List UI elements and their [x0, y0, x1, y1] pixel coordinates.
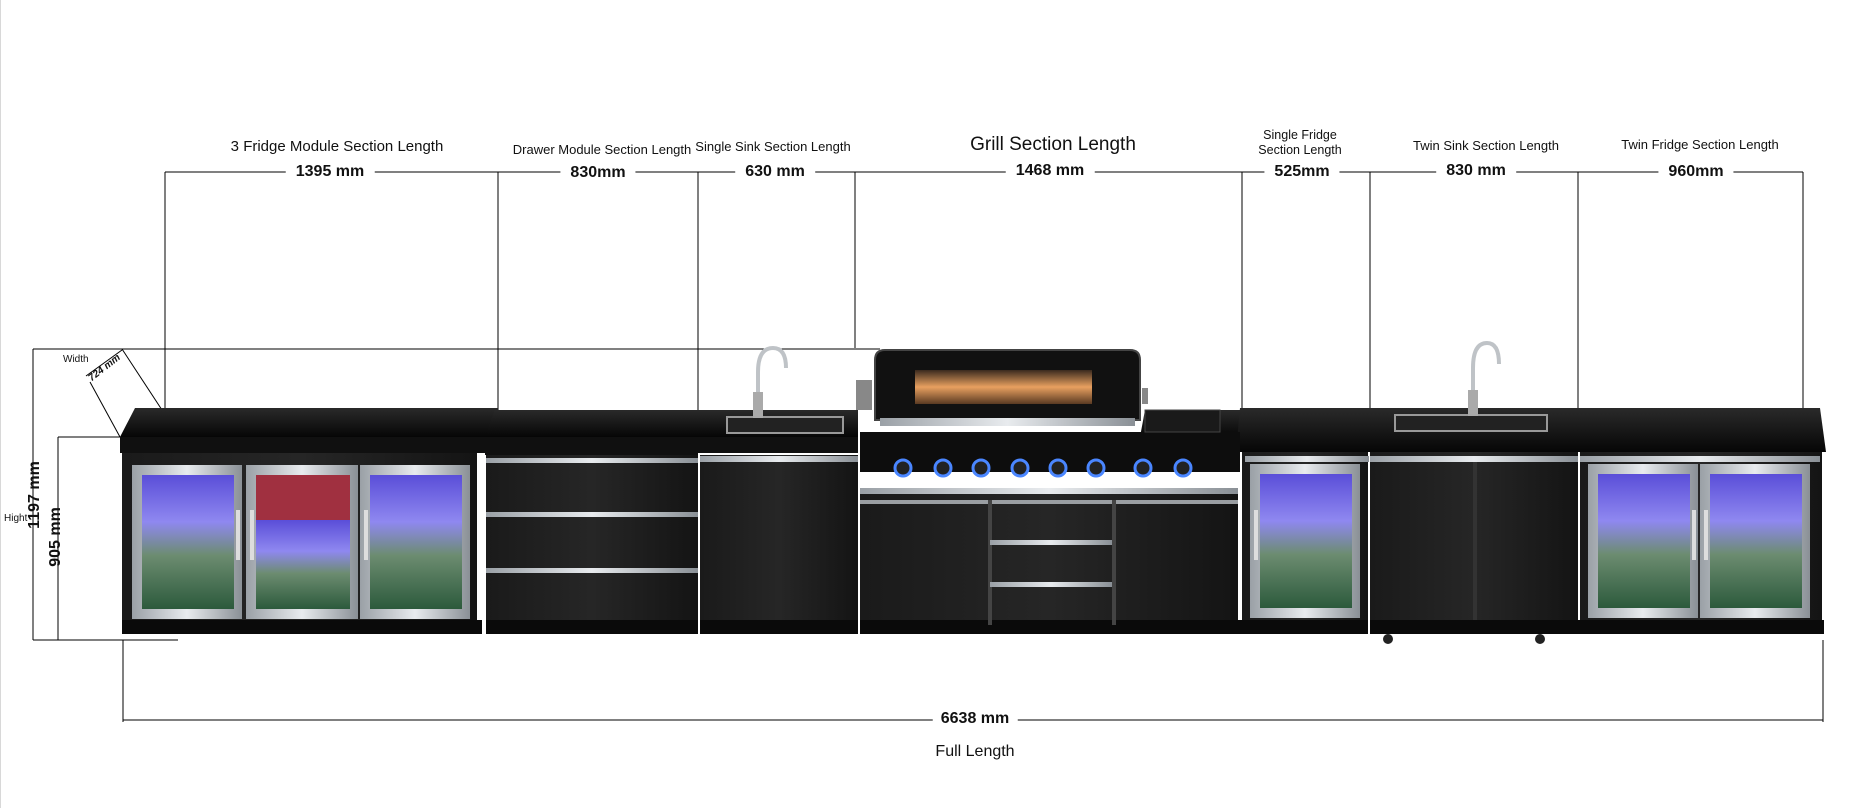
dim-full-length: 6638 mm [932, 710, 1018, 728]
twin-fridge-cabinet [1578, 452, 1824, 634]
dim-drawer-section: 830mm [560, 164, 636, 182]
dim-total-height: 1197 mm [26, 461, 43, 529]
title-single-fridge-section: Single Fridge Section Length [1250, 128, 1350, 158]
fridge-door-3 [360, 465, 470, 619]
grill-knobs [893, 458, 1193, 478]
drawer-cabinet [486, 455, 698, 634]
fridge-door-4 [1250, 464, 1360, 618]
dim-single-fridge-section: 525mm [1264, 163, 1340, 181]
twin-sink-cabinet [1370, 340, 1578, 644]
dimension-lines [32, 171, 1824, 722]
dim-twin-fridge-section: 960mm [1658, 163, 1734, 181]
dim-counter-height: 905 mm [47, 507, 64, 567]
single-sink-cabinet [700, 345, 858, 634]
dim-twin-sink-section: 830 mm [1436, 162, 1516, 180]
grill-cabinet [856, 349, 1240, 634]
three-fridge-cabinet [122, 453, 482, 634]
title-single-sink-section: Single Sink Section Length [695, 139, 851, 154]
left-border-line [0, 0, 1, 808]
title-single-fridge-line1: Single Fridge [1263, 128, 1337, 142]
fridge-door-6 [1700, 464, 1810, 618]
fridge-door-1 [132, 465, 242, 619]
title-twin-fridge-section: Twin Fridge Section Length [1621, 137, 1779, 152]
fridge-door-2 [246, 465, 358, 619]
title-grill-section: Grill Section Length [970, 134, 1136, 155]
dim-3-fridge-section: 1395 mm [285, 163, 375, 181]
height-label: Hight [4, 513, 28, 524]
grill-hood [856, 349, 1148, 426]
title-single-fridge-line2: Section Length [1258, 143, 1342, 157]
title-3-fridge-section: 3 Fridge Module Section Length [230, 138, 444, 155]
dim-grill-section: 1468 mm [1005, 162, 1095, 180]
title-twin-sink-section: Twin Sink Section Length [1413, 138, 1559, 153]
fridge-door-5 [1588, 464, 1698, 618]
width-label: Width [63, 354, 89, 365]
single-fridge-cabinet [1238, 452, 1369, 634]
title-drawer-section: Drawer Module Section Length [512, 142, 692, 157]
title-full-length: Full Length [935, 743, 1015, 760]
dim-single-sink-section: 630 mm [735, 163, 815, 181]
